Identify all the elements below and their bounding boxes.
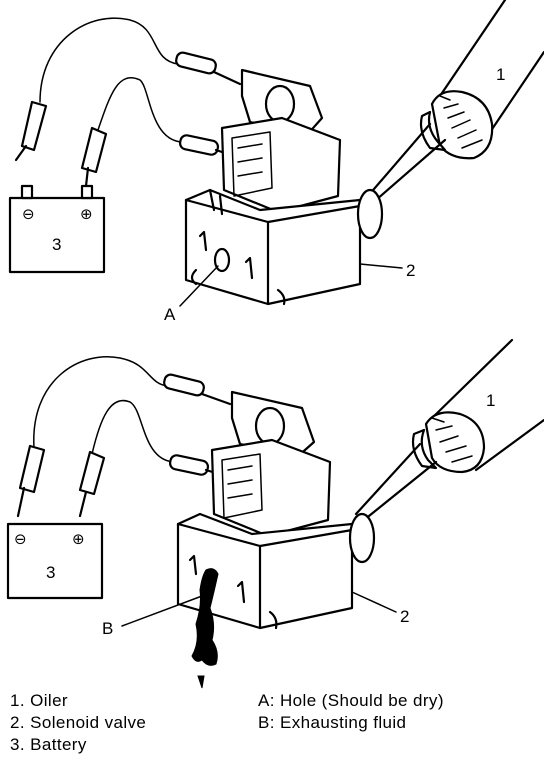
oiler-callout-top: 1 bbox=[496, 65, 505, 84]
solenoid-valve-bottom: 2 B bbox=[102, 390, 409, 689]
connector-plug-bottom-a bbox=[163, 373, 205, 397]
legend-item-hole: A: Hole (Should be dry) bbox=[258, 691, 444, 710]
fluid-callout: B bbox=[102, 619, 113, 638]
battery-pos-symbol-bottom: ⊕ bbox=[72, 530, 85, 548]
fluid-drip bbox=[197, 675, 205, 689]
hole-callout: A bbox=[164, 305, 176, 324]
solenoid-valve-top: 2 A bbox=[164, 68, 415, 324]
connector-plug-bottom-b bbox=[168, 454, 210, 476]
bottom-illustration: 1 ⊖ ⊕ 3 bbox=[6, 338, 544, 689]
battery-neg-symbol-bottom: ⊖ bbox=[14, 530, 27, 548]
legend-item-exhausting-fluid: B: Exhausting fluid bbox=[258, 713, 407, 732]
legend-item-solenoid-valve: 2. Solenoid valve bbox=[10, 713, 147, 732]
battery-body-bottom bbox=[6, 522, 104, 600]
top-illustration: 1 ⊖ ⊕ 3 bbox=[8, 0, 544, 324]
lead-plug-top-b bbox=[80, 126, 108, 174]
solenoid-callout-bottom: 2 bbox=[400, 607, 409, 626]
battery-terminal-neg-top bbox=[20, 184, 34, 200]
legend-right: A: Hole (Should be dry) B: Exhausting fl… bbox=[258, 690, 444, 734]
battery-callout-bottom: 3 bbox=[46, 563, 55, 582]
lead-plug-bottom-a bbox=[18, 444, 46, 494]
battery-body-top bbox=[8, 196, 106, 274]
lead-plug-top-a bbox=[20, 100, 48, 152]
wires-bottom bbox=[16, 356, 234, 518]
legend-left: 1. Oiler 2. Solenoid valve 3. Battery bbox=[10, 690, 146, 756]
oiler-bottom: 1 bbox=[354, 338, 544, 522]
lead-plug-bottom-b bbox=[78, 450, 106, 496]
oiler-top: 1 bbox=[366, 0, 544, 202]
battery-terminal-pos-top bbox=[80, 184, 94, 200]
legend-item-battery: 3. Battery bbox=[10, 735, 87, 754]
wires-top bbox=[14, 17, 242, 188]
battery-top: ⊖ ⊕ 3 bbox=[8, 184, 106, 274]
oiler-callout-bottom: 1 bbox=[486, 391, 495, 410]
exhausting-fluid-stream bbox=[191, 568, 219, 666]
battery-callout-top: 3 bbox=[52, 235, 61, 254]
battery-bottom: ⊖ ⊕ 3 bbox=[6, 522, 104, 600]
connector-plug-top-b bbox=[178, 134, 220, 156]
connector-plug-top-a bbox=[175, 51, 217, 75]
legend-item-oiler: 1. Oiler bbox=[10, 691, 68, 710]
battery-pos-symbol-top: ⊕ bbox=[80, 205, 93, 223]
battery-neg-symbol-top: ⊖ bbox=[22, 205, 35, 223]
solenoid-callout-top: 2 bbox=[406, 261, 415, 280]
